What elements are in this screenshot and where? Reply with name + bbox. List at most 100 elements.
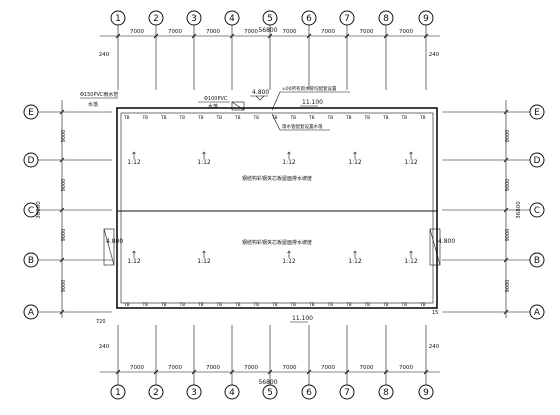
dim-tick — [229, 369, 235, 375]
dim-overall-width: 36800 — [36, 201, 42, 219]
dim-bay-label: 7000 — [130, 29, 144, 35]
gutter-mark-top: TB — [124, 115, 130, 121]
axis-label-top: 2 — [153, 14, 159, 24]
dim-tick — [153, 369, 159, 375]
slope-label: 1:12 — [348, 159, 362, 166]
gutter-mark-top: TB — [254, 115, 260, 121]
axis-label-left: D — [28, 156, 35, 166]
gutter-mark-top: TB — [309, 115, 315, 121]
axis-label-bottom: 6 — [306, 388, 312, 398]
gutter-mark-bottom: TB — [235, 302, 241, 308]
gutter-mark-top: TB — [346, 115, 352, 121]
roof-zone-note-lower: 钢结构彩钢夹芯板屋面排水坡度 — [242, 239, 312, 246]
dim-tick-v — [503, 207, 509, 213]
dim-row-label: 9000 — [61, 179, 67, 192]
dim-tick — [423, 369, 429, 375]
axis-label-right: E — [534, 108, 540, 118]
gutter-mark-bottom: TB — [383, 302, 389, 308]
dim-tick-v — [503, 109, 509, 115]
dim-offset-label: 240 — [99, 344, 110, 350]
svg-text:4.800: 4.800 — [438, 238, 455, 245]
elev-ridge: 4.800 — [250, 89, 269, 101]
dim-tick — [267, 33, 273, 39]
svg-text:雨水管配套设置水落: 雨水管配套设置水落 — [282, 123, 323, 130]
gutter-mark-bottom: TB — [217, 302, 223, 308]
outfall-label-mid: 水落 — [208, 103, 218, 110]
dim-row-label: 9000 — [505, 280, 511, 293]
overall-length-top: 56800 — [258, 27, 277, 34]
svg-text:±00所有雨水管均配套设置: ±00所有雨水管均配套设置 — [282, 85, 337, 92]
axis-label-top: 9 — [423, 14, 429, 24]
axis-label-left: A — [28, 308, 35, 318]
dim-tick-v — [59, 157, 65, 163]
axis-label-top: 1 — [115, 14, 121, 24]
slope-arrow-head — [353, 151, 357, 155]
gutter-mark-bottom: TB — [309, 302, 315, 308]
dim-tick — [344, 369, 350, 375]
gutter-mark-top: TB — [143, 115, 149, 121]
slope-label: 1:12 — [404, 258, 418, 265]
gutter-mark-top: TB — [402, 115, 408, 121]
dim-tick-v — [59, 207, 65, 213]
dim-bay-label: 7000 — [206, 365, 220, 371]
dim-tick — [115, 33, 121, 39]
gutter-mark-top: TB — [235, 115, 241, 121]
axis-label-bottom: 3 — [191, 388, 197, 398]
axis-label-right: B — [534, 256, 540, 266]
downpipe-note: Φ150PVC雨水管 — [80, 91, 118, 98]
axis-label-left: E — [28, 108, 34, 118]
corner-right: 15 — [432, 310, 438, 316]
gutter-mark-bottom: TB — [365, 302, 371, 308]
slope-arrow-head — [202, 250, 206, 254]
slope-label: 1:12 — [404, 159, 418, 166]
dim-tick-v — [59, 257, 65, 263]
gutter-mark-bottom: TB — [328, 302, 334, 308]
gutter-mark-top: TB — [420, 115, 426, 121]
dim-bay-label: 7000 — [399, 365, 413, 371]
svg-text:4.800: 4.800 — [252, 89, 269, 96]
dim-bay-label: 7000 — [321, 29, 335, 35]
slope-label: 1:12 — [127, 258, 141, 265]
gutter-mark-top: TB — [328, 115, 334, 121]
gutter-mark-bottom: TB — [124, 302, 130, 308]
gutter-mark-bottom: TB — [180, 302, 186, 308]
dim-bay-label: 7000 — [283, 29, 297, 35]
gutter-mark-top: TB — [291, 115, 297, 121]
slope-label: 1:12 — [127, 159, 141, 166]
dim-bay-label: 7000 — [244, 365, 258, 371]
slope-arrow-head — [287, 151, 291, 155]
dim-row-label: 9000 — [505, 179, 511, 192]
axis-label-bottom: 8 — [383, 388, 389, 398]
dim-tick — [306, 33, 312, 39]
elev-top: 11.100 — [300, 99, 323, 107]
slope-arrow-head — [409, 151, 413, 155]
axis-label-right: A — [534, 308, 541, 318]
axis-label-bottom: 4 — [229, 388, 235, 398]
dim-bay-label: 7000 — [360, 29, 374, 35]
slope-arrow-head — [132, 151, 136, 155]
gutter-mark-bottom: TB — [420, 302, 426, 308]
pipe-note: Φ100PVC — [204, 96, 228, 102]
dim-tick — [383, 369, 389, 375]
dim-overall-width: 36800 — [516, 201, 522, 219]
svg-text:4.800: 4.800 — [106, 238, 123, 245]
gutter-mark-bottom: TB — [161, 302, 167, 308]
dim-offset-label: 240 — [429, 344, 440, 350]
overall-length-bottom: 56800 — [258, 379, 277, 386]
axis-label-right: D — [534, 156, 541, 166]
dim-bay-label: 7000 — [206, 29, 220, 35]
dim-bay-label: 7000 — [399, 29, 413, 35]
axis-label-top: 5 — [267, 14, 273, 24]
gutter-mark-top: TB — [180, 115, 186, 121]
elev-bottom: 11.100 — [290, 315, 313, 323]
outfall-label: 水落 — [88, 101, 98, 108]
axis-label-top: 3 — [191, 14, 197, 24]
elev-left: 4.800 — [103, 228, 123, 266]
slope-label: 1:12 — [197, 258, 211, 265]
